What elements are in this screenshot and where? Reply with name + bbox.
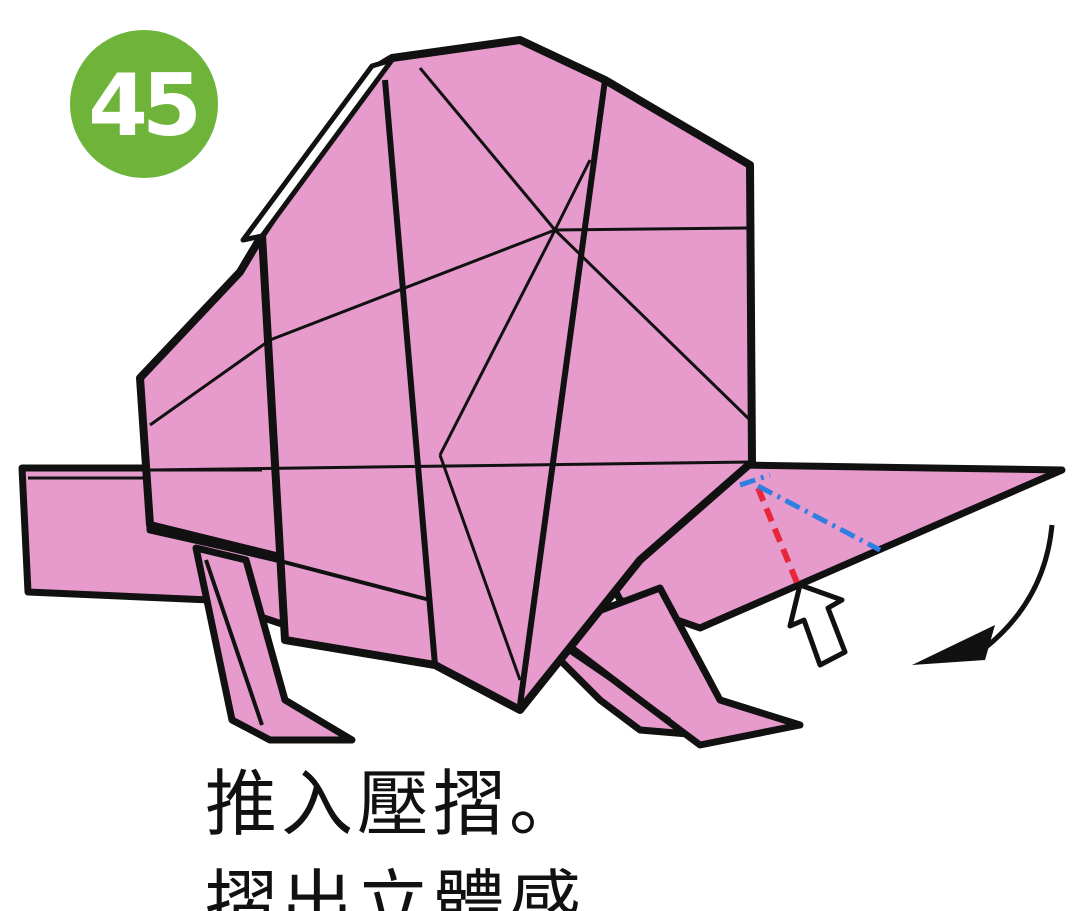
mountain-fold-line xyxy=(755,486,803,592)
step-number: 45 xyxy=(88,56,202,156)
front-leg-crease xyxy=(558,643,672,722)
curved-arrow-head xyxy=(912,625,995,665)
instruction-line-2: 摺出立體感。 xyxy=(205,862,662,911)
valley-fold-line xyxy=(739,472,882,553)
back-leg-crease xyxy=(204,559,264,726)
step-badge: 45 xyxy=(70,30,218,178)
instruction-line-1: 推入壓摺。 xyxy=(205,762,586,846)
hollow-arrow-icon xyxy=(787,582,848,668)
back-leg xyxy=(192,544,356,744)
curved-arrow-icon xyxy=(983,524,1055,650)
white-edge-strip xyxy=(240,57,395,243)
body-creases xyxy=(149,67,753,706)
